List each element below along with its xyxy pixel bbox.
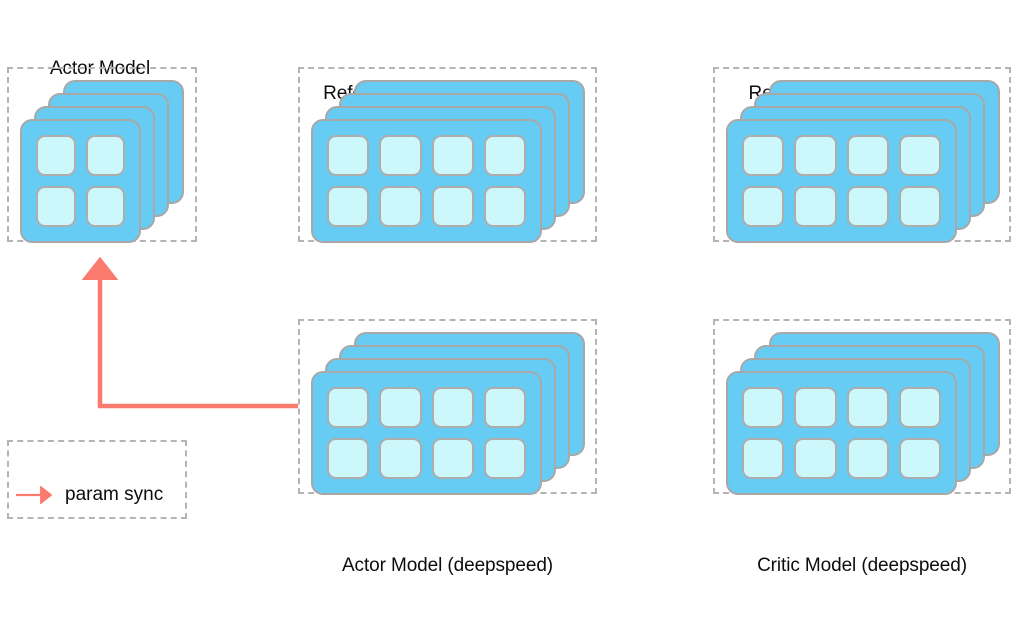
chip (846, 135, 889, 176)
chip (846, 438, 889, 479)
card-layer-1-front (726, 371, 957, 495)
chip (794, 135, 837, 176)
chip (742, 387, 785, 428)
chip (431, 438, 474, 479)
chip (327, 186, 370, 227)
chip (327, 438, 370, 479)
chip (742, 186, 785, 227)
chip (898, 135, 941, 176)
chip (846, 186, 889, 227)
legend-label: param sync (65, 484, 164, 505)
chip (327, 387, 370, 428)
card-stack-critic-model (715, 321, 1009, 495)
chip (431, 186, 474, 227)
chip (483, 135, 526, 176)
chip (85, 135, 125, 176)
card-layer-1-front (726, 119, 957, 243)
card-layer-1-front (311, 371, 542, 495)
group-title-critic-model: Critic Model (deepspeed) (713, 503, 1011, 628)
chip (431, 387, 474, 428)
chip (483, 387, 526, 428)
chip (483, 438, 526, 479)
chip (379, 438, 422, 479)
chip (379, 186, 422, 227)
chip (36, 186, 76, 227)
card-stack-reward-model (715, 69, 1009, 243)
group-box-actor-deepspeed[interactable] (298, 319, 597, 495)
group-box-critic-model[interactable] (713, 319, 1011, 495)
card-stack-actor-vllm (9, 69, 195, 243)
chip (898, 438, 941, 479)
group-title-line1: Actor Model (deepspeed) (341, 555, 554, 576)
chip (742, 438, 785, 479)
chip (794, 438, 837, 479)
chip (846, 387, 889, 428)
card-stack-actor-deepspeed (300, 321, 595, 495)
chip (742, 135, 785, 176)
chip (379, 135, 422, 176)
chip (794, 387, 837, 428)
group-title-actor-deepspeed: Actor Model (deepspeed) (298, 503, 597, 628)
chip (483, 186, 526, 227)
group-box-actor-vllm[interactable] (7, 67, 197, 243)
chip (327, 135, 370, 176)
chip (379, 387, 422, 428)
card-layer-1-front (20, 119, 141, 243)
chip (898, 387, 941, 428)
chip (85, 186, 125, 227)
chip (431, 135, 474, 176)
chip (794, 186, 837, 227)
chip (898, 186, 941, 227)
card-stack-reference-model (300, 69, 595, 243)
group-title-line1: Critic Model (deepspeed) (757, 555, 967, 576)
param-sync-arrow-icon (16, 486, 53, 504)
card-layer-1-front (311, 119, 542, 243)
group-box-reference-model[interactable] (298, 67, 597, 243)
diagram-canvas: Actor Model (generation, vllm) Reference… (7, 58, 1011, 576)
group-box-reward-model[interactable] (713, 67, 1011, 243)
chip (36, 135, 76, 176)
legend-box (7, 440, 187, 519)
legend-row: param sync (7, 478, 187, 512)
